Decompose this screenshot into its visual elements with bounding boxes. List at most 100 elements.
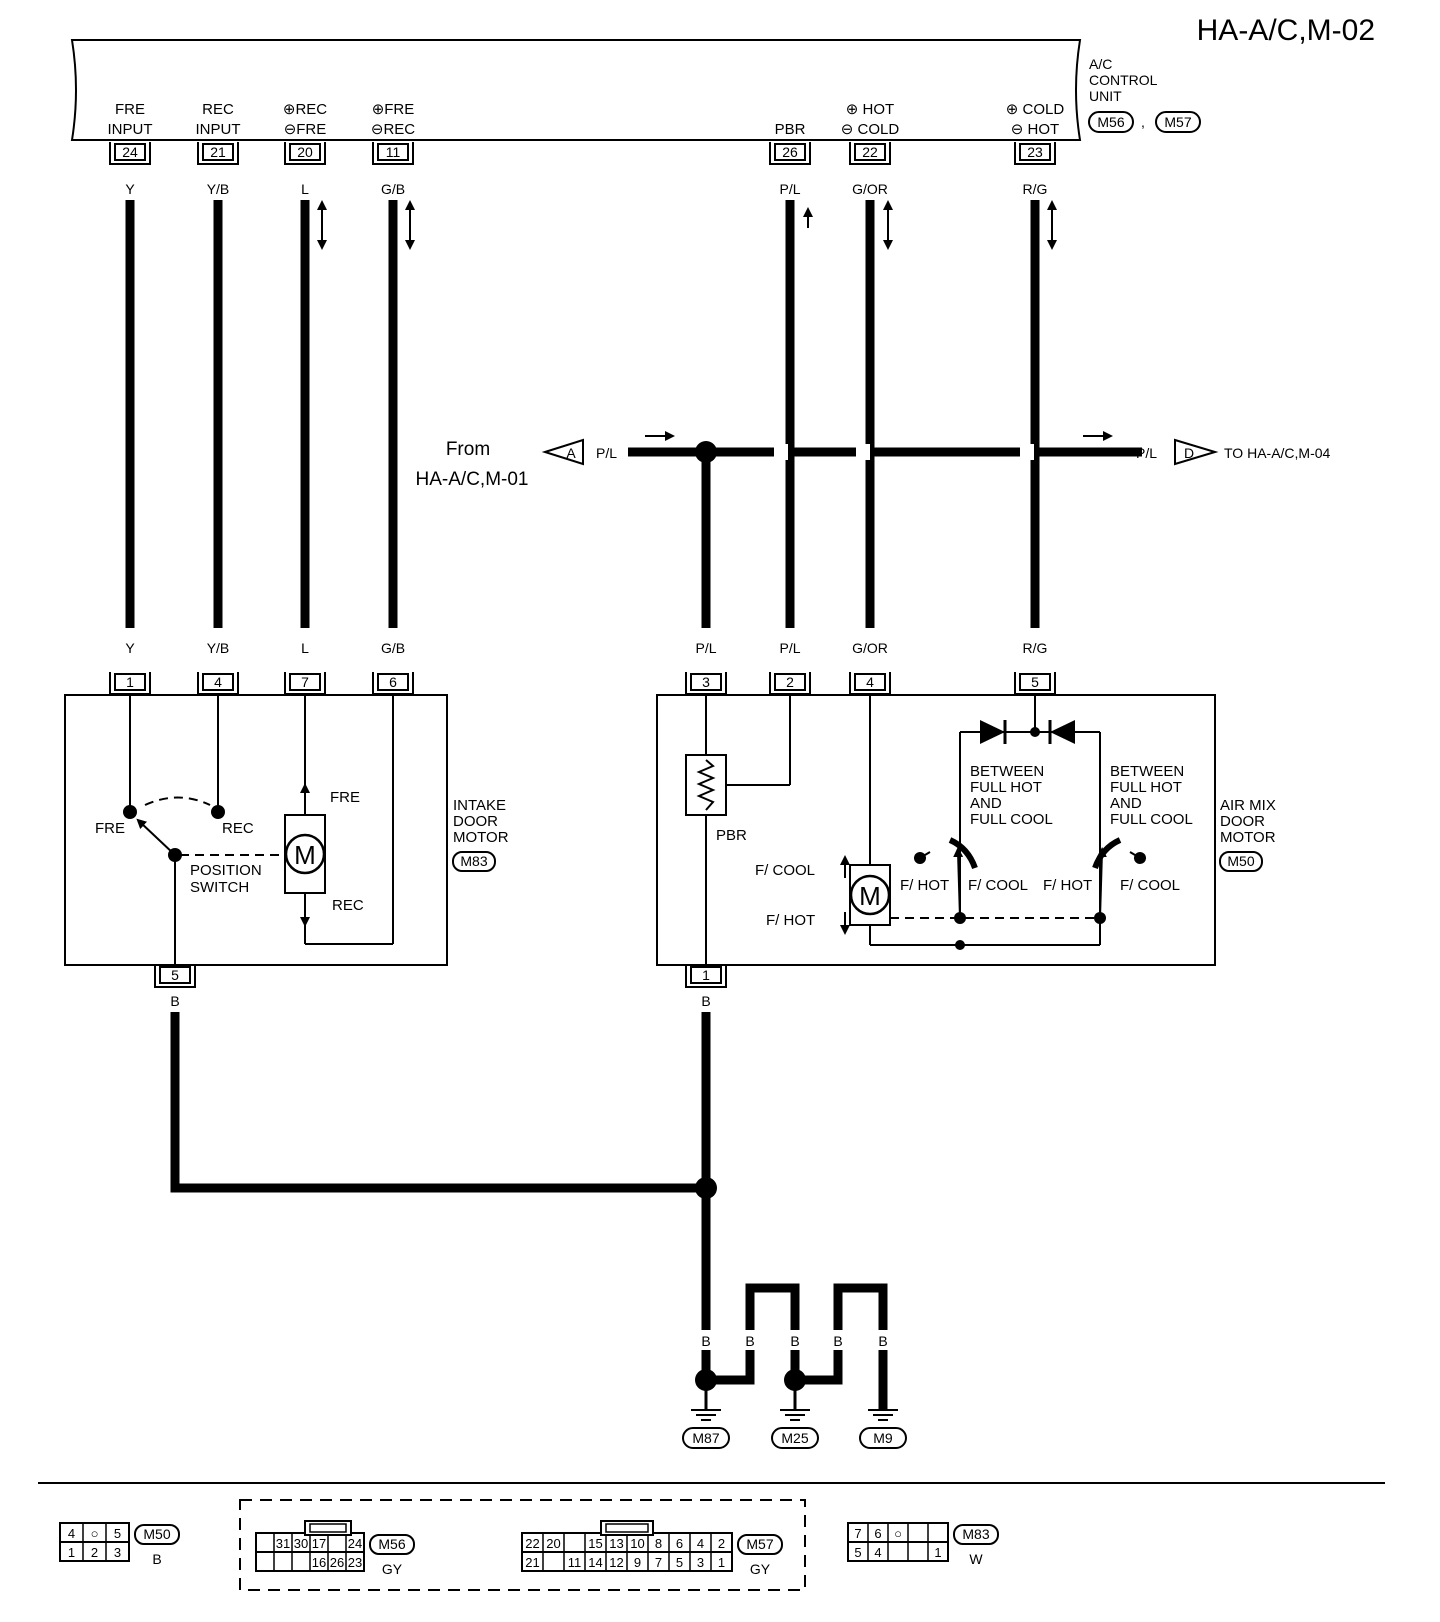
bus-from-label-2: HA-A/C,M-01	[416, 469, 529, 490]
control-unit-connector-a: M56	[1097, 114, 1124, 130]
control-unit-name-2: CONTROL	[1089, 72, 1158, 88]
bus-to-flag	[1174, 438, 1219, 466]
bus-crossover-gap-2	[856, 444, 870, 460]
intake-direction-fre: FRE	[330, 789, 360, 806]
connector-pin-label: 1	[934, 1545, 941, 1560]
connector-pin-label: 16	[312, 1555, 326, 1570]
intake-direction-rec: REC	[332, 897, 364, 914]
connector-pin-label: 1	[718, 1555, 725, 1570]
bus-from-wire: P/L	[596, 445, 617, 461]
airmix-motor-box	[656, 694, 1216, 966]
ground-point-M9: M9	[859, 1390, 907, 1449]
cu-wire-color-24: Y	[125, 181, 135, 197]
switch1-arc	[948, 837, 978, 870]
connector-color: B	[152, 1551, 161, 1567]
airmix-internal-wiring	[705, 696, 1101, 975]
cu-terminal-23: 23	[1014, 142, 1056, 165]
connector-pin-label: 15	[588, 1536, 602, 1551]
connector-pin-label: 3	[114, 1545, 121, 1560]
cu-wire-color-22: G/OR	[852, 181, 888, 197]
connector-color: W	[969, 1551, 983, 1567]
airmix-motor-connector: M50	[1227, 853, 1254, 869]
connector-pin-label: 20	[546, 1536, 560, 1551]
airmix-pin-3-number: 3	[702, 674, 710, 690]
cu-terminal-26: 26	[769, 142, 811, 165]
between1-line1: BETWEEN	[970, 763, 1044, 780]
cu-terminal-label2-21: INPUT	[196, 121, 241, 138]
switch1-bottom-junction	[955, 940, 965, 950]
intake-motor-icon	[284, 833, 326, 875]
pbr-label: PBR	[716, 827, 747, 844]
bus-to-label: TO HA-A/C,M-04	[1224, 445, 1331, 461]
intake-pin-wire-4: Y/B	[207, 640, 230, 656]
airmix-fhot-label: F/ HOT	[766, 912, 815, 929]
connector-name: M50	[143, 1526, 170, 1542]
intake-common-contact	[168, 848, 182, 862]
bus-crossover-gap-3	[1020, 444, 1034, 460]
connector-pin-label: 6	[676, 1536, 683, 1551]
airmix-motor-name-3: MOTOR	[1220, 829, 1276, 846]
airmix-ground-pin-number: 1	[702, 967, 710, 983]
control-unit-terminals: FREINPUT24YRECINPUT21Y/B⊕REC⊖FRE20L⊕FRE⊖…	[108, 101, 1065, 197]
pbr-potentiometer	[685, 754, 727, 816]
cu-terminal-label2-11: ⊖REC	[371, 121, 415, 138]
cu-terminal-11: 11	[372, 142, 414, 165]
switch2-common	[1094, 912, 1106, 924]
connector-pin-label: 2	[91, 1545, 98, 1560]
airmix-motor-name-1: AIR MIX	[1220, 797, 1276, 814]
intake-motor-connector-badge	[452, 851, 496, 872]
bus-to-connector: D	[1184, 445, 1194, 461]
intake-pin-wire-6: G/B	[381, 640, 405, 656]
ground-link-2a	[795, 1345, 843, 1385]
airmix-pin-4: 4	[849, 672, 891, 695]
connector-pin-label: 5	[676, 1555, 683, 1570]
connector-name: M56	[378, 1536, 405, 1552]
cu-terminal-23-number: 23	[1027, 144, 1043, 160]
switch2-cool-label: F/ COOL	[1120, 877, 1180, 894]
intake-ground-wire-color: B	[170, 993, 179, 1009]
cu-terminal-22-number: 22	[862, 144, 878, 160]
intake-rec-label: REC	[222, 820, 254, 837]
ground-wire-color-3: B	[790, 1333, 799, 1349]
control-unit-name-3: UNIT	[1089, 88, 1122, 104]
airmix-pin-2: 2	[769, 672, 811, 695]
connector-pin-label: 4	[874, 1545, 881, 1560]
cu-terminal-label2-24: INPUT	[108, 121, 153, 138]
airmix-pin-5: 5	[1014, 672, 1056, 695]
connector-pin-label: 5	[114, 1526, 121, 1541]
cu-terminal-label1-23: ⊕ COLD	[1006, 101, 1065, 118]
switch1-common	[954, 912, 966, 924]
airmix-pin-2-number: 2	[786, 674, 794, 690]
between2-line2: FULL HOT	[1110, 779, 1182, 796]
control-unit-name-1: A/C	[1089, 56, 1112, 72]
connector-pin-label: 14	[588, 1555, 602, 1570]
between1-line3: AND	[970, 795, 1002, 812]
bus-from-flag	[541, 438, 584, 466]
airmix-motor-name-2: DOOR	[1220, 813, 1265, 830]
cu-terminal-21: 21	[197, 142, 239, 165]
intake-motor-name-1: INTAKE	[453, 797, 506, 814]
ground-point-label: M25	[781, 1430, 808, 1446]
cu-terminal-label2-23: ⊖ HOT	[1011, 121, 1059, 138]
intake-rec-contact	[211, 805, 225, 819]
intake-ground-pin-number: 5	[171, 967, 179, 983]
intake-pin-wire-7: L	[301, 640, 309, 656]
intake-pin-1-number: 1	[126, 674, 134, 690]
cu-wire-color-11: G/B	[381, 181, 405, 197]
connector-pin-label: 9	[634, 1555, 641, 1570]
control-unit-wires	[125, 200, 1040, 628]
intake-switch-label-2: SWITCH	[190, 879, 249, 896]
airmix-pin-5-number: 5	[1031, 674, 1039, 690]
ground-wire-color-4: B	[833, 1333, 842, 1349]
intake-motor-connector: M83	[460, 853, 487, 869]
connector-pin-label: 5	[854, 1545, 861, 1560]
connector-color: GY	[382, 1561, 403, 1577]
signal-arrows	[317, 200, 1113, 441]
cu-terminal-24: 24	[109, 142, 151, 165]
